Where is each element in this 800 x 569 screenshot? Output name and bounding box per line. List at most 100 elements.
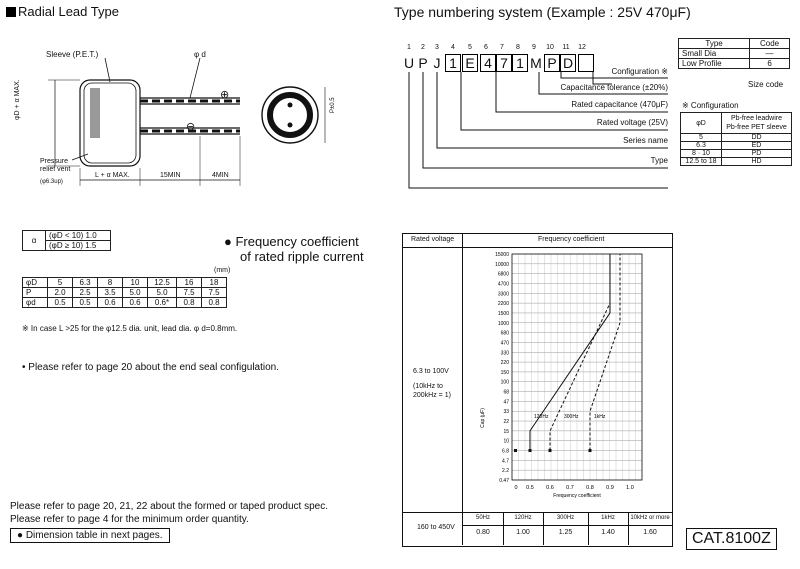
cell-divider bbox=[503, 513, 504, 545]
position-numbers: 1 2 3 4 5 6 7 8 9 10 11 12 bbox=[407, 44, 586, 51]
cell-divider bbox=[588, 513, 589, 545]
frequency-heading: ● Frequency coefficient of rated ripple … bbox=[224, 234, 364, 264]
y-tick-label: 220 bbox=[501, 360, 510, 366]
y-tick-label: 1500 bbox=[498, 311, 509, 317]
freq-coeff-grid: 50Hz 120Hz 300Hz 1kHz 10kHz or more 0.80… bbox=[463, 513, 672, 545]
y-tick-label: 10 bbox=[503, 439, 509, 445]
y-tick-label: 2200 bbox=[498, 301, 509, 307]
y-tick-label: 100 bbox=[501, 380, 510, 386]
header-rated-voltage: Rated voltage bbox=[411, 236, 455, 243]
type-code-characters: U P J 1 E 4 7 1 M P D bbox=[402, 54, 594, 72]
freq-label: 50Hz bbox=[475, 515, 490, 521]
row2-divider bbox=[403, 512, 672, 513]
y-axis-label: Cap (μF) bbox=[480, 408, 486, 428]
dimension-table: φD 5 6.3 8 10 12.5 16 18 P 2.0 2.5 3.5 5… bbox=[22, 277, 227, 308]
series-marker bbox=[588, 449, 592, 453]
length-dimension-label: L + α MAX. bbox=[95, 172, 130, 179]
x-tick-label: 0.7 bbox=[566, 485, 574, 491]
y-tick-label: 3300 bbox=[498, 291, 509, 297]
freq-coeff-mid-line bbox=[463, 525, 672, 526]
x-tick-label: 0.5 bbox=[526, 485, 534, 491]
pitch-dimension-label: P±0.5 bbox=[330, 97, 336, 113]
lead-diameter-note: ※ In case L >25 for the φ12.5 dia. unit,… bbox=[22, 324, 238, 333]
series-marker bbox=[548, 449, 552, 453]
x-axis-label: Frequency coefficient bbox=[553, 493, 601, 499]
x-tick-label: 0 bbox=[514, 485, 517, 491]
y-tick-label: 470 bbox=[501, 340, 510, 346]
coefficient-value: 0.80 bbox=[476, 529, 490, 536]
freq-label: 1kHz bbox=[601, 515, 615, 521]
sleeve-label: Sleeve (P.E.T.) bbox=[46, 50, 99, 59]
type-numbering-title: Type numbering system (Example : 25V 470… bbox=[394, 4, 691, 20]
y-tick-label: 47 bbox=[503, 399, 509, 405]
y-tick-label: 15000 bbox=[495, 252, 509, 258]
y-tick-label: 33 bbox=[503, 409, 509, 415]
size-code-label: Size code bbox=[748, 80, 784, 89]
cell-divider bbox=[543, 513, 544, 545]
frequency-table: Rated voltage Frequency coefficient 6.3 … bbox=[402, 233, 673, 547]
bottom-notes: Please refer to page 20, 21, 22 about th… bbox=[10, 501, 328, 525]
series-marker bbox=[528, 449, 532, 453]
lead-diameter-label: φ d bbox=[194, 50, 206, 59]
table-row: P 2.0 2.5 3.5 5.0 5.0 7.5 7.5 bbox=[22, 287, 227, 298]
alpha-table: α (φD < 10) 1.0 (φD ≥ 10) 1.5 bbox=[22, 230, 111, 251]
y-tick-label: 2.2 bbox=[502, 468, 509, 474]
square-bullet-icon bbox=[6, 7, 16, 17]
x-tick-label: 0.6 bbox=[546, 485, 554, 491]
y-tick-label: 10000 bbox=[495, 262, 509, 268]
freq-label: 300Hz bbox=[556, 515, 575, 521]
column-divider bbox=[462, 234, 463, 545]
y-tick-label: 15 bbox=[503, 429, 509, 435]
header-divider bbox=[403, 247, 672, 248]
lead15-dimension-label: 15MIN bbox=[160, 172, 181, 179]
coefficient-value: 1.40 bbox=[601, 529, 615, 536]
end-seal-note: • Please refer to page 20 about the end … bbox=[22, 362, 280, 373]
pressure-vent-label: Pressure relief vent (φ6.3up) bbox=[40, 158, 71, 185]
x-tick-label: 0.9 bbox=[606, 485, 614, 491]
type-code-labels: Configuration ※ Capacitance tolerance (±… bbox=[560, 67, 668, 165]
frequency-coefficient-chart: 1500010000680047003300220015001000680470… bbox=[480, 252, 643, 499]
y-tick-label: 68 bbox=[503, 390, 509, 396]
x-tick-label: 1.0 bbox=[626, 485, 634, 491]
lead4-dimension-label: 4MIN bbox=[212, 172, 229, 179]
y-tick-label: 680 bbox=[501, 331, 510, 337]
header-frequency-coefficient: Frequency coefficient bbox=[538, 236, 605, 243]
y-tick-label: 6.8 bbox=[502, 449, 509, 455]
y-tick-label: 6800 bbox=[498, 272, 509, 278]
y-tick-label: 0.47 bbox=[499, 478, 509, 484]
x-tick-label: 0.8 bbox=[586, 485, 594, 491]
phiD-dimension-label: φD + α MAX. bbox=[14, 79, 21, 120]
type-code-leader-lines bbox=[408, 72, 668, 189]
coefficient-value: 1.00 bbox=[516, 529, 530, 536]
series-line-1kHz bbox=[589, 254, 621, 451]
dimension-table-note: ● Dimension table in next pages. bbox=[10, 528, 170, 543]
dim-table-unit: (mm) bbox=[214, 267, 231, 274]
series-marker bbox=[514, 449, 517, 453]
capacitor-drawing bbox=[48, 57, 326, 186]
catalog-number: CAT.8100Z bbox=[686, 528, 777, 550]
freq-label: 120Hz bbox=[514, 515, 532, 521]
y-tick-label: 4700 bbox=[498, 281, 509, 287]
y-tick-label: 22 bbox=[503, 419, 509, 425]
series-annotation: 120Hz bbox=[534, 414, 549, 420]
row2-voltage: 160 to 450V bbox=[417, 524, 455, 531]
y-tick-label: 1000 bbox=[498, 321, 509, 327]
configuration-title: ※ Configuration bbox=[682, 101, 739, 110]
y-tick-label: 150 bbox=[501, 370, 510, 376]
coefficient-value: 1.25 bbox=[558, 529, 573, 536]
table-row: φD 5 6.3 8 10 12.5 16 18 bbox=[22, 277, 227, 288]
series-line-300Hz bbox=[549, 254, 611, 451]
row1-voltage: 6.3 to 100V (10kHz to 200kHz = 1) bbox=[413, 368, 451, 399]
plot-frame bbox=[511, 253, 643, 481]
y-tick-label: 4.7 bbox=[502, 458, 509, 464]
freq-label: 10kHz or more bbox=[630, 515, 670, 521]
configuration-table: φD Pb-free leadwire Pb-free PET sleeve 5… bbox=[680, 112, 792, 166]
coefficient-value: 1.60 bbox=[643, 529, 657, 536]
table-row: φd 0.5 0.5 0.6 0.6 0.6* 0.8 0.8 bbox=[22, 297, 227, 308]
series-annotation: 1kHz bbox=[594, 414, 606, 420]
plus-sign-icon: ⊕ bbox=[220, 89, 230, 101]
y-tick-label: 330 bbox=[501, 350, 510, 356]
cell-divider bbox=[628, 513, 629, 545]
series-annotation: 300Hz bbox=[564, 414, 579, 420]
